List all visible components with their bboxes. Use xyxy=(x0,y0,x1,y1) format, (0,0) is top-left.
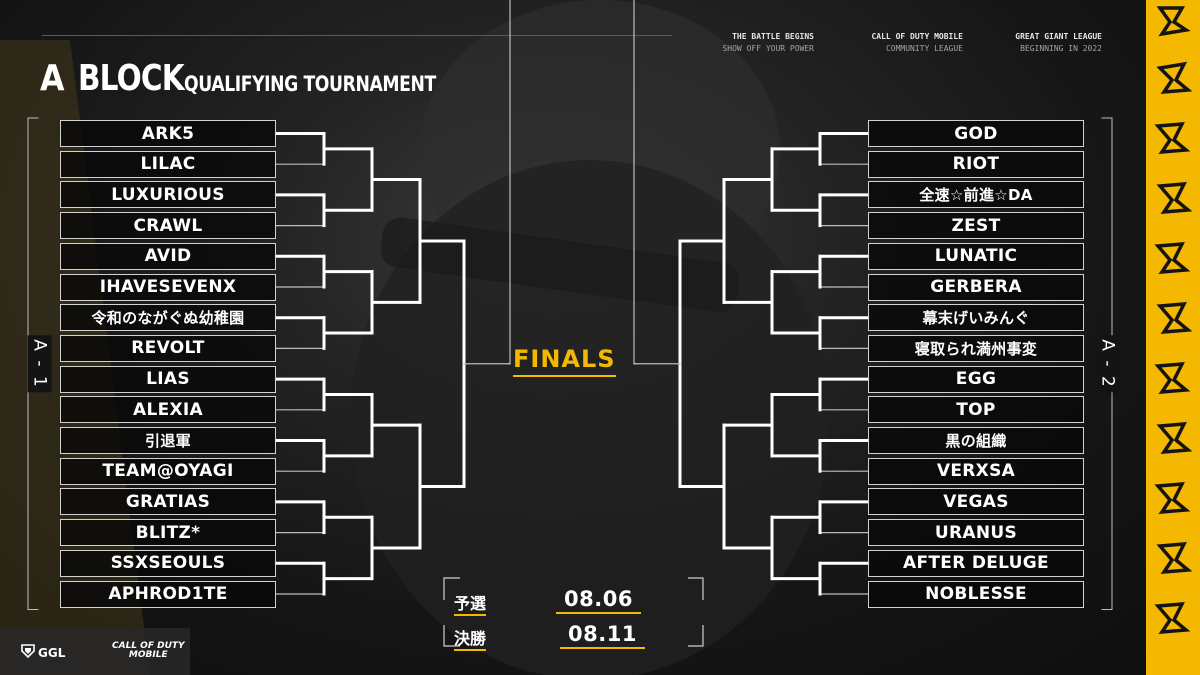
team-slot-left: CRAWL xyxy=(60,212,276,240)
team-slot-right: 寝取られ満州事変 xyxy=(868,334,1084,362)
team-slot-left: BLITZ* xyxy=(60,519,276,547)
tagline-cod: CALL OF DUTY MOBILE COMMUNITY LEAGUE xyxy=(871,32,963,53)
header-divider xyxy=(42,35,672,36)
team-slot-left: AVID xyxy=(60,242,276,270)
ggl-logo-icon xyxy=(21,644,35,659)
team-slot-left: SSXSEOULS xyxy=(60,549,276,577)
schedule-final-date: 08.11 xyxy=(560,622,645,649)
team-slot-right: NOBLESSE xyxy=(868,580,1084,608)
team-slot-left: 引退軍 xyxy=(60,427,276,454)
schedule-final-label: 決勝 xyxy=(454,625,487,651)
tagline-battle: THE BATTLE BEGINS SHOW OFF YOUR POWER xyxy=(722,32,814,53)
team-slot-left: LILAC xyxy=(60,150,276,178)
team-slot-left: LUXURIOUS xyxy=(60,181,276,209)
team-slot-left: REVOLT xyxy=(60,334,276,362)
team-slot-right: URANUS xyxy=(868,519,1084,547)
tagline-ggl: GREAT GIANT LEAGUE BEGINNING IN 2022 xyxy=(1015,32,1102,53)
team-slot-left: LIAS xyxy=(60,365,276,393)
team-slot-right: RIOT xyxy=(868,150,1084,178)
team-slot-left: ALEXIA xyxy=(60,396,276,424)
team-slot-right: EGG xyxy=(868,365,1084,393)
schedule-qualifier-label: 予選 xyxy=(454,590,487,616)
team-slot-left: GRATIAS xyxy=(60,488,276,516)
finals-label: FINALS xyxy=(513,345,616,377)
team-slot-right: GERBERA xyxy=(868,273,1084,301)
team-slot-left: ARK5 xyxy=(60,120,276,147)
team-slot-right: 幕末げいみんぐ xyxy=(868,304,1084,332)
team-slot-left: TEAM@OYAGI xyxy=(60,457,276,485)
title-subtitle: QUALIFYING TOURNAMENT xyxy=(184,72,436,96)
team-slot-right: 黒の組織 xyxy=(868,427,1084,454)
ggl-logo-text: GGL xyxy=(38,646,66,660)
team-slot-right: TOP xyxy=(868,396,1084,424)
team-slot-left: IHAVESEVENX xyxy=(60,273,276,301)
team-slot-right: AFTER DELUGE xyxy=(868,549,1084,577)
team-slot-right: 全速☆前進☆DA xyxy=(868,181,1084,209)
title-letter: A xyxy=(40,58,65,99)
team-slot-left: APHROD1TE xyxy=(60,580,276,608)
team-slot-right: VERXSA xyxy=(868,457,1084,485)
team-slot-right: LUNATIC xyxy=(868,242,1084,270)
yellow-side-bar xyxy=(1146,0,1200,675)
decorative-glyph-pattern-icon xyxy=(1154,6,1193,635)
team-slot-right: GOD xyxy=(868,120,1084,147)
title-block: BLOCK xyxy=(78,58,185,99)
team-slot-right: ZEST xyxy=(868,212,1084,240)
team-slot-left: 令和のながぐぬ幼稚園 xyxy=(60,304,276,332)
schedule-qualifier-date: 08.06 xyxy=(556,587,641,614)
sponsor-logo-strip xyxy=(0,628,190,675)
team-slot-right: VEGAS xyxy=(868,488,1084,516)
cod-mobile-logo: CALL OF DUTY MOBILE xyxy=(112,641,185,660)
